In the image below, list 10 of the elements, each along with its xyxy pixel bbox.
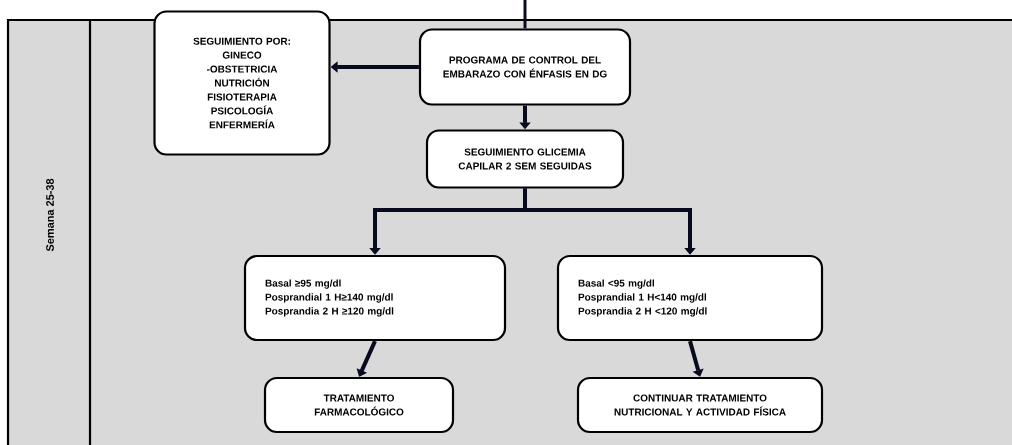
process-box: CONTINUAR TRATAMIENTO NUTRICIONAL Y ACTIVIDAD FÍSICA — [576, 376, 824, 434]
arrow — [523, 188, 696, 255]
process-box: TRATAMIENTO FARMACOLÓGICO — [263, 376, 455, 434]
process-box: Basal <95 mg/dl Posprandial 1 H<140 mg/dl Posprandia 2 H <120 mg/dl — [556, 254, 824, 342]
row-label: Semana 25-38 — [46, 178, 54, 252]
process-box: Basal ≥95 mg/dl Posprandial 1 H≥140 mg/dl Posprandia 2 H ≥120 mg/dl — [243, 254, 507, 342]
process-box: PROGRAMA DE CONTROL DEL EMBARAZO CON ÉNFASIS EN DG — [418, 28, 632, 106]
process-box: SEGUIMIENTO POR: GINECO -OBSTETRICIA NUTRICIÓN FISIOTERAPIA PSICOLOGÍA ENFERMERÍA — [153, 10, 331, 156]
arrow — [688, 340, 704, 377]
process-box: SEGUIMIENTO GLICEMIA CAPILAR 2 SEM SEGUIDAS — [425, 129, 625, 189]
